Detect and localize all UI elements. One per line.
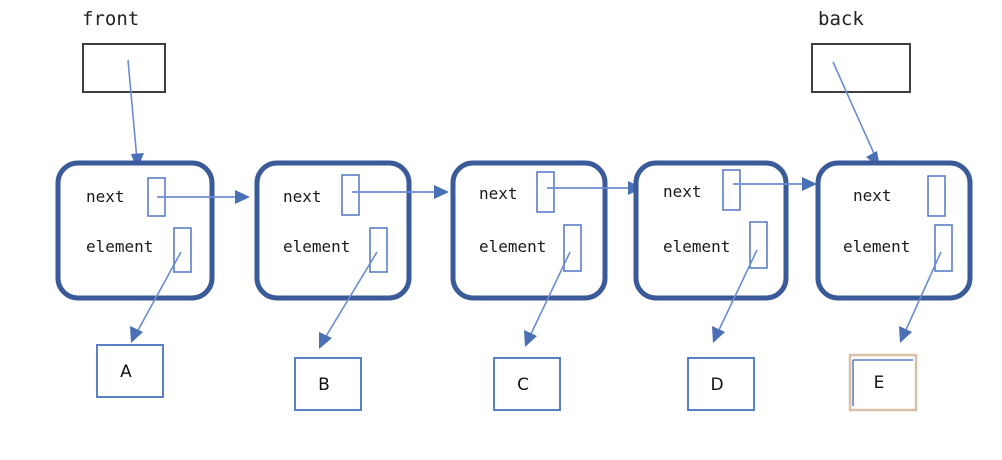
element-value-e: E [874, 373, 885, 393]
node-5-element-label: element [843, 237, 910, 256]
front-pointer-box [82, 43, 166, 93]
node-4-next-label: next [663, 182, 702, 201]
node-4-element-label: element [663, 237, 730, 256]
node-1-element-arrow-head [130, 326, 143, 343]
element-value-c: C [517, 375, 529, 395]
node-5: next element [815, 160, 973, 343]
element-box-b [294, 357, 362, 411]
front-pointer-label: front [82, 8, 139, 30]
front-arrow-line [127, 59, 138, 161]
node-3-element-arrow-line [529, 251, 571, 337]
node-3-element-slot [563, 224, 582, 272]
element-value-b: B [318, 375, 330, 395]
node-5-element-arrow-head [899, 326, 912, 343]
node-3-next-slot [536, 171, 555, 213]
node-2-element-slot [369, 227, 388, 273]
node-5-element-arrow-line [904, 251, 942, 333]
back-pointer-group: back [811, 8, 911, 168]
element-box-a [96, 344, 164, 398]
element-value-a: A [120, 362, 132, 382]
back-pointer-label: back [818, 8, 864, 30]
node-4: next element [633, 160, 817, 343]
node-3-element-arrow-head [524, 330, 537, 347]
node-4-element-arrow-head [712, 326, 725, 343]
node-1-element-slot [173, 227, 192, 273]
node-2-next-label: next [283, 187, 322, 206]
node-4-next-slot [722, 169, 741, 211]
node-3-body [450, 160, 608, 301]
element-box-e [848, 353, 918, 412]
front-pointer-group: front [82, 8, 166, 170]
node-1-next-arrow-head [235, 190, 250, 204]
node-1: next element [55, 160, 250, 343]
node-5-next-label: next [853, 186, 892, 205]
node-1-element-arrow-line [136, 251, 182, 333]
node-2-next-slot [341, 174, 360, 216]
element-value-boxes: A B C D E [96, 344, 918, 412]
node-5-element-slot [934, 224, 953, 272]
back-arrow-line [832, 61, 877, 159]
node-1-next-label: next [86, 187, 125, 206]
node-3-element-label: element [479, 237, 546, 256]
node-1-element-label: element [86, 237, 153, 256]
element-box-c [493, 357, 561, 411]
node-5-next-slot [927, 175, 946, 217]
element-value-d: D [710, 375, 723, 395]
back-pointer-box [811, 43, 911, 93]
node-3-next-label: next [479, 184, 518, 203]
node-3: next element [450, 160, 643, 347]
node-2-element-label: element [283, 237, 350, 256]
node-2-next-arrow-head [434, 185, 449, 199]
node-2-element-arrow-line [324, 251, 378, 339]
node-4-next-arrow-head [802, 177, 817, 191]
node-4-body [633, 160, 789, 301]
node-2: next element [254, 160, 449, 349]
node-4-element-arrow-line [717, 249, 758, 333]
node-2-element-arrow-head [319, 332, 332, 349]
element-box-d [687, 357, 755, 411]
